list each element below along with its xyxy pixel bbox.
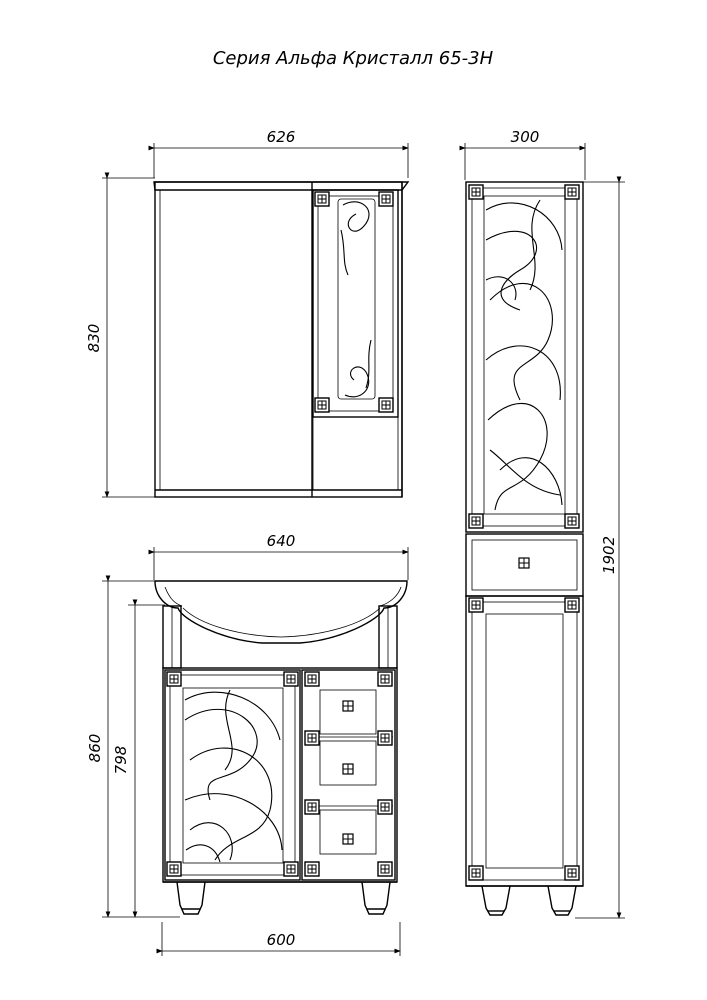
- dim-column-width: 300: [511, 128, 540, 146]
- dim-column-height: 1902: [600, 536, 618, 574]
- mirror-cabinet: 626 830: [85, 128, 410, 498]
- dim-cabinet-height-body: 798: [112, 746, 130, 775]
- dim-cabinet-height-total: 860: [86, 734, 104, 763]
- dim-sink-width: 640: [267, 532, 296, 550]
- tall-column: 300 1902: [459, 128, 625, 919]
- dim-mirror-width: 626: [267, 128, 296, 146]
- dim-cabinet-width: 600: [267, 931, 296, 949]
- drawing-title: Серия Альфа Кристалл 65-3Н: [213, 48, 494, 69]
- dim-mirror-height: 830: [85, 324, 103, 353]
- sink-cabinet: 640 860 798 600: [86, 532, 409, 956]
